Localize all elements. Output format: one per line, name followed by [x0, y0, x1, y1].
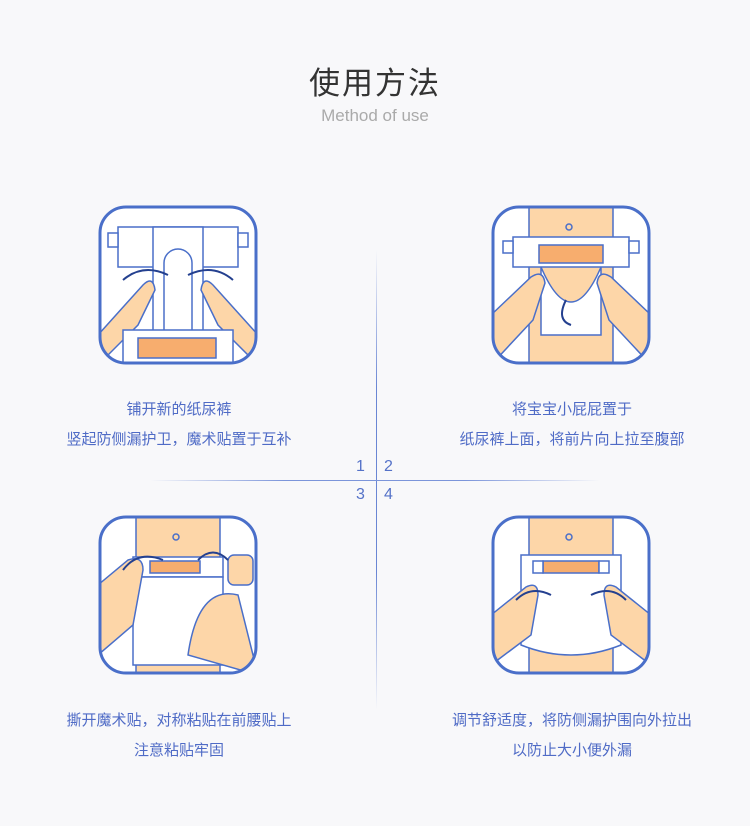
step-3-caption: 撕开魔术贴，对称粘贴在前腰贴上 注意粘贴牢固: [0, 705, 364, 765]
step-3-line-2: 注意粘贴牢固: [133, 741, 224, 759]
page-subtitle: Method of use: [321, 106, 429, 125]
step-3-illustration: [98, 515, 258, 675]
step-4-line-1: 调节舒适度，将防侧漏护围向外拉出: [451, 711, 692, 729]
horizontal-divider: [150, 480, 600, 481]
step-4-caption: 调节舒适度，将防侧漏护围向外拉出 以防止大小便外漏: [387, 705, 750, 765]
step-number-4: 4: [384, 486, 393, 503]
step-2-illustration: [491, 205, 651, 365]
step-number-3: 3: [356, 486, 365, 503]
step-number-2: 2: [384, 458, 393, 475]
step-1-line-2: 竖起防侧漏护卫，魔术贴置于互补: [66, 430, 292, 448]
step-4-line-2: 以防止大小便外漏: [511, 741, 632, 759]
page-title: 使用方法: [309, 66, 441, 102]
step-2-line-2: 纸尿裤上面，将前片向上拉至腹部: [459, 430, 685, 448]
step-number-1: 1: [356, 458, 365, 475]
step-2-line-1: 将宝宝小屁屁置于: [511, 400, 632, 418]
step-1-illustration: [98, 205, 258, 365]
step-4-illustration: [491, 515, 651, 675]
step-1-line-1: 铺开新的纸尿裤: [126, 400, 232, 418]
step-1-caption: 铺开新的纸尿裤 竖起防侧漏护卫，魔术贴置于互补: [0, 394, 364, 454]
step-3-line-1: 撕开魔术贴，对称粘贴在前腰贴上: [66, 711, 292, 729]
step-2-caption: 将宝宝小屁屁置于 纸尿裤上面，将前片向上拉至腹部: [387, 394, 750, 454]
